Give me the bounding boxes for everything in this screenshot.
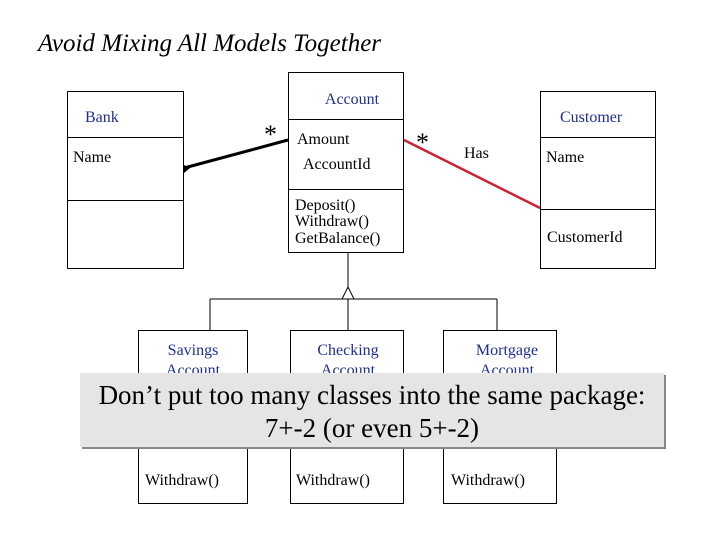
account-attribute-accountid: AccountId bbox=[303, 156, 371, 173]
customer-class-box bbox=[540, 91, 656, 269]
account-class-name: Account bbox=[324, 91, 380, 108]
package-advice-callout: Don’t put too many classes into the same… bbox=[80, 373, 664, 447]
customer-divider-2 bbox=[541, 209, 655, 210]
customer-class-name: Customer bbox=[560, 109, 623, 126]
customer-attribute-customerid: CustomerId bbox=[547, 229, 623, 246]
account-op-deposit: Deposit() bbox=[295, 197, 356, 214]
callout-line-1: Don’t put too many classes into the same… bbox=[98, 380, 646, 410]
savings-account-name-line1: Savings bbox=[167, 342, 219, 359]
checking-account-op-withdraw: Withdraw() bbox=[296, 472, 370, 489]
has-association-label: Has bbox=[464, 145, 489, 162]
bank-divider-2 bbox=[68, 200, 183, 201]
mortgage-account-name-line1: Mortgage bbox=[475, 342, 539, 359]
account-op-getbalance: GetBalance() bbox=[295, 230, 381, 247]
bank-class-box bbox=[67, 91, 184, 269]
account-op-withdraw: Withdraw() bbox=[295, 213, 369, 230]
bank-class-name: Bank bbox=[85, 109, 119, 126]
bank-account-association bbox=[183, 138, 289, 170]
bank-divider-1 bbox=[68, 137, 183, 138]
account-attribute-amount: Amount bbox=[297, 131, 350, 148]
slide-title: Avoid Mixing All Models Together bbox=[38, 30, 382, 57]
account-customer-multiplicity: * bbox=[416, 128, 429, 157]
account-class-box bbox=[288, 72, 404, 253]
bank-account-multiplicity: * bbox=[264, 120, 277, 149]
account-divider-1 bbox=[289, 119, 403, 120]
account-customer-association bbox=[403, 138, 541, 210]
checking-account-name-line1: Checking bbox=[317, 342, 379, 359]
mortgage-account-op-withdraw: Withdraw() bbox=[451, 472, 525, 489]
bank-attribute-name: Name bbox=[73, 149, 112, 166]
savings-account-op-withdraw: Withdraw() bbox=[145, 472, 219, 489]
account-divider-2 bbox=[289, 189, 403, 190]
inheritance-triangle-icon bbox=[341, 285, 355, 300]
callout-line-2: 7+-2 (or even 5+-2) bbox=[264, 413, 480, 443]
customer-attribute-name: Name bbox=[546, 149, 585, 166]
customer-divider-1 bbox=[541, 137, 655, 138]
